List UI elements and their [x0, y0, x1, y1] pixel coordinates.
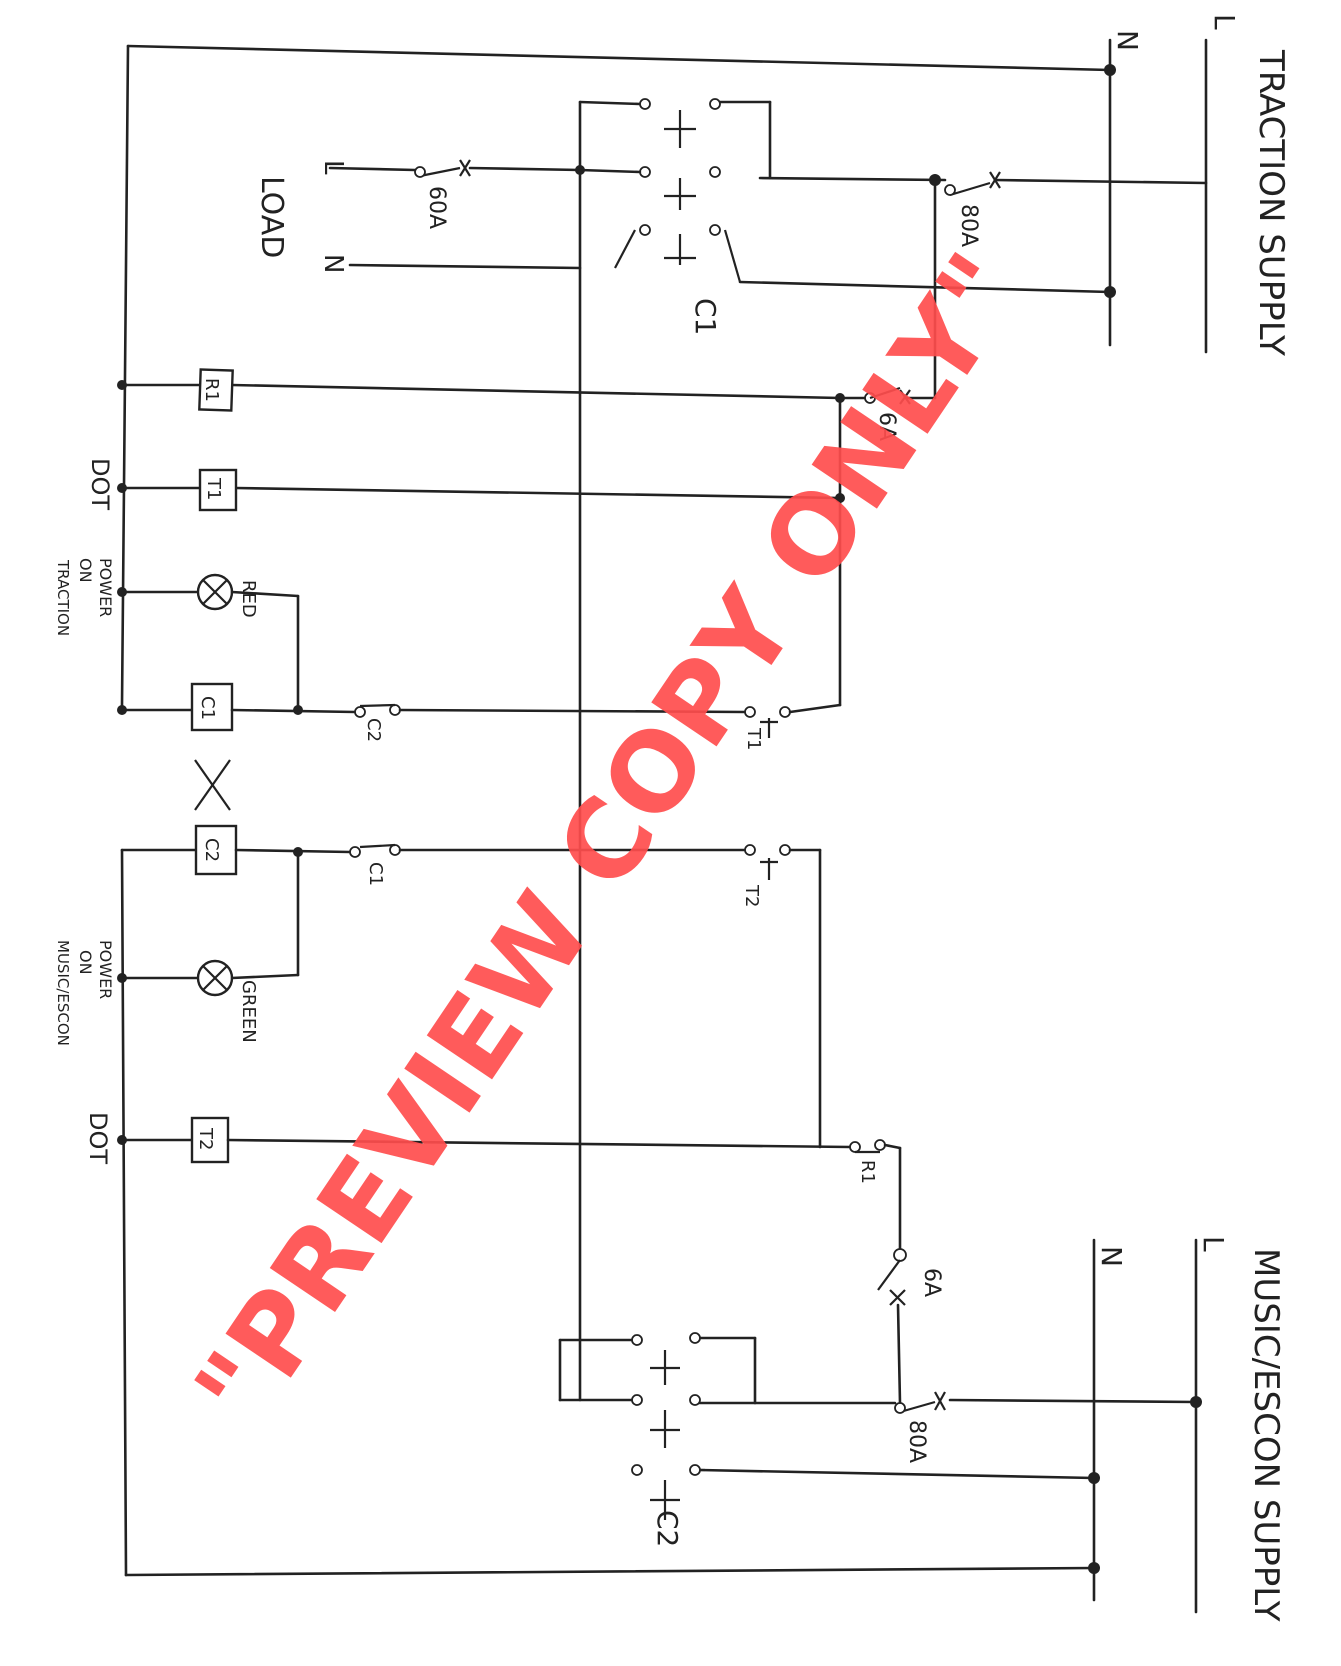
- power-music-line1: POWER: [96, 940, 115, 999]
- load-label: LOAD: [254, 176, 289, 258]
- common-rail: [120, 44, 1116, 1577]
- traction-supply-bus: N L TRACTION SUPPLY: [1108, 14, 1291, 356]
- contact-r1-label: R1: [857, 1160, 878, 1184]
- load-section: 60A L N LOAD: [254, 159, 582, 273]
- music-supply-title: MUSIC/ESCON SUPPLY: [1246, 1248, 1286, 1622]
- music-n-label: N: [1095, 1246, 1128, 1267]
- rung-green-lamp: GREEN POWER ON MUSIC/ESCON: [54, 940, 300, 1046]
- power-traction-line2: ON: [76, 558, 95, 583]
- coil-c2-label: C2: [201, 838, 222, 862]
- traction-supply-title: TRACTION SUPPLY: [1251, 49, 1291, 356]
- rung-r1: R1 6A: [117, 368, 937, 707]
- music-breakers: 6A 80A: [698, 1248, 1202, 1484]
- music-l-label: L: [1197, 1236, 1230, 1252]
- dot-top-label: DOT: [86, 458, 114, 510]
- lamp-red-label: RED: [238, 580, 259, 618]
- contact-t1-label: T1: [743, 727, 764, 750]
- power-music-line2: ON: [76, 950, 95, 975]
- rung-t2: T2 R1 DOT: [84, 1112, 902, 1252]
- contactor-c2-power: C2: [558, 1332, 757, 1547]
- traction-breaker-80a: 80A: [738, 171, 1208, 400]
- preview-watermark: "PREVIEW COPY ONLY": [172, 232, 1048, 1447]
- music-supply-bus: N L MUSIC/ESCON SUPPLY: [1092, 1236, 1286, 1622]
- rung-c1-coil: C1 C2 T1: [117, 682, 842, 750]
- relay-t1-label: T1: [203, 477, 224, 500]
- relay-t2-label: T2: [195, 1127, 216, 1150]
- traction-breaker-label: 80A: [956, 204, 981, 247]
- contactor-c1-power: C1: [575, 98, 772, 1402]
- lamp-green-label: GREEN: [238, 980, 259, 1043]
- rung-red-lamp: RED POWER ON TRACTION: [54, 558, 300, 712]
- contact-t2-label: T2: [741, 884, 762, 907]
- coil-c1-label: C1: [197, 696, 218, 720]
- rung-t1: T1 DOT: [86, 458, 845, 512]
- music-fuse-label: 6A: [919, 1268, 944, 1297]
- relay-r1-label: R1: [201, 378, 222, 402]
- music-breaker-label: 80A: [904, 1420, 929, 1463]
- contactor-c2-power-label: C2: [651, 1510, 684, 1547]
- load-breaker-label: 60A: [424, 186, 449, 229]
- power-music-line3: MUSIC/ESCON: [54, 940, 72, 1046]
- contact-c2-label: C2: [363, 718, 384, 742]
- power-traction-line3: TRACTION: [54, 559, 72, 636]
- interlock-cross: [194, 759, 231, 811]
- rung-c2-coil: C2 C1 T2: [120, 824, 822, 1149]
- contactor-c1-power-label: C1: [689, 298, 722, 335]
- traction-l-label: L: [1208, 14, 1241, 30]
- dot-bottom-label: DOT: [84, 1112, 112, 1164]
- contact-c1-label: C1: [365, 862, 386, 886]
- r1-breaker-label: 6A: [874, 412, 899, 441]
- load-l-label: L: [318, 160, 348, 175]
- power-traction-line1: POWER: [96, 558, 115, 617]
- traction-n-label: N: [1111, 30, 1144, 51]
- load-n-label: N: [318, 254, 348, 273]
